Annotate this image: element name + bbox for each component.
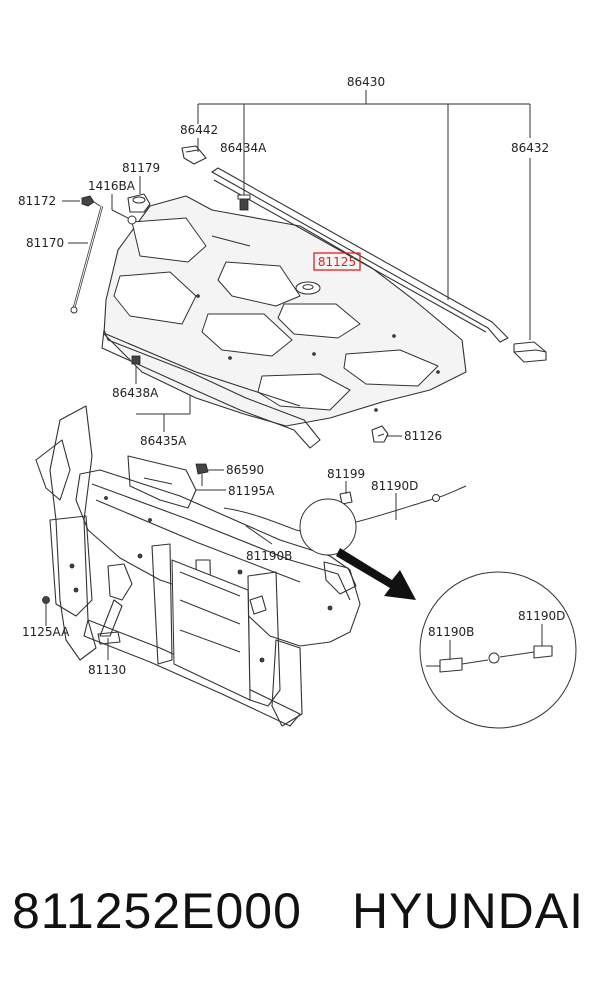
- highlight-box-81125: [313, 252, 361, 271]
- clip-81199: [339, 491, 353, 505]
- clip-81126: [371, 425, 389, 443]
- label-1416BA: 1416BA: [88, 179, 136, 193]
- bumper-part-86442: [181, 145, 207, 165]
- label-81126: 81126: [404, 429, 442, 443]
- label-81179: 81179: [122, 161, 160, 175]
- hood-stay-rod-81170: [70, 205, 104, 314]
- bolt-86590: [195, 463, 209, 486]
- label-86432: 86432: [511, 141, 549, 155]
- label-86434A: 86434A: [220, 141, 267, 155]
- label-86430: 86430: [347, 75, 385, 89]
- label-81125: 81125: [318, 255, 356, 269]
- detail-label-81190D: 81190D: [518, 609, 565, 623]
- front-end-module-frame: [35, 405, 361, 727]
- bumper-81179: [127, 193, 151, 213]
- label-86442: 86442: [180, 123, 218, 137]
- label-81130: 81130: [88, 663, 126, 677]
- label-81172: 81172: [18, 194, 56, 208]
- weatherstrip-upper: [211, 167, 509, 343]
- brand-name: HYUNDAI: [352, 883, 584, 939]
- label-81170: 81170: [26, 236, 64, 250]
- bolt-1125AA: [42, 596, 50, 612]
- label-1125AA: 1125AA: [22, 625, 70, 639]
- weatherstrip-lower: [213, 179, 487, 333]
- hood-insulator-panel: [103, 195, 467, 427]
- label-86435A: 86435A: [140, 434, 187, 448]
- label-86590: 86590: [226, 463, 264, 477]
- label-81195A: 81195A: [228, 484, 275, 498]
- label-86438A: 86438A: [112, 386, 159, 400]
- label-81190B: 81190B: [246, 549, 292, 563]
- clip-86438A: [131, 355, 141, 365]
- detail-label-81190B: 81190B: [428, 625, 474, 639]
- detail-callout: [299, 498, 577, 729]
- end-block-86432: [513, 341, 547, 363]
- clip-86434A: [237, 194, 251, 211]
- label-81199: 81199: [327, 467, 365, 481]
- label-81190D: 81190D: [371, 479, 418, 493]
- clip-1416BA: [127, 215, 137, 225]
- bolt-81172: [81, 195, 101, 207]
- part-number: 811252E000: [12, 883, 302, 939]
- hood-seal-strip: [101, 329, 321, 449]
